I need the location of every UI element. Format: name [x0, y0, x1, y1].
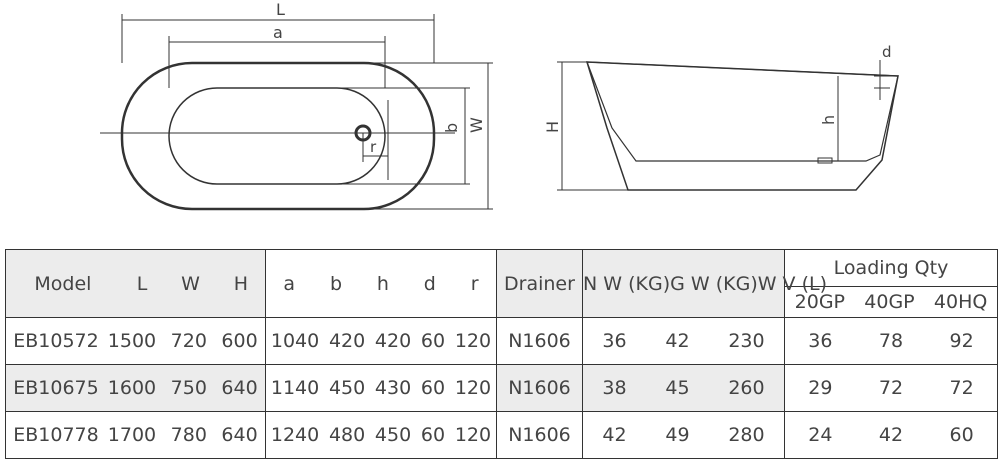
- cell-20gp: 36: [808, 330, 833, 352]
- header-40gp: 40GP: [864, 291, 915, 313]
- cell-b: 450: [328, 377, 366, 399]
- cell-40hq: 72: [949, 377, 974, 399]
- cell-H: 640: [221, 377, 258, 399]
- cell-40gp: 42: [878, 424, 904, 446]
- cell-nw: 38: [602, 377, 627, 399]
- label-L: L: [276, 0, 285, 19]
- header-gw-bottom: (KG): [715, 272, 758, 295]
- cell-gw: 42: [665, 330, 690, 352]
- cell-40hq: 92: [949, 330, 974, 352]
- cell-20gp: 24: [808, 424, 833, 446]
- cell-wv: 230: [728, 330, 765, 352]
- header-wv: W V (L): [758, 271, 827, 297]
- side-view-drawing: [557, 60, 899, 191]
- cell-drainer: N1606: [508, 330, 571, 352]
- cell-H: 640: [221, 424, 258, 446]
- cell-gw: 45: [665, 377, 690, 399]
- cell-drainer: N1606: [508, 377, 571, 399]
- label-W: W: [467, 117, 486, 133]
- cell-nw: 42: [602, 424, 627, 446]
- header-W: W: [181, 272, 200, 295]
- cell-model: EB10778: [13, 424, 99, 446]
- header-loading-qty: Loading Qty: [833, 257, 949, 279]
- cell-wv: 280: [728, 424, 765, 446]
- table-row: EB10778 1700 780 640 1240 480 450 60 120…: [5, 411, 998, 459]
- header-h: h: [376, 272, 389, 295]
- cell-r: 120: [454, 377, 492, 399]
- label-r: r: [370, 138, 377, 156]
- table-row: EB10572 1500 720 600 1040 420 420 60 120…: [5, 317, 998, 365]
- cell-gw: 49: [665, 424, 690, 446]
- header-a: a: [283, 272, 296, 295]
- header-nw: N W (KG): [583, 271, 670, 297]
- header-nw-top: N W: [583, 272, 623, 295]
- cell-40gp: 78: [878, 330, 904, 352]
- header-wv-top: W V: [757, 272, 796, 295]
- header-L: L: [136, 272, 148, 295]
- header-group-model: Model L W H: [5, 249, 266, 318]
- cell-b: 480: [328, 424, 366, 446]
- header-r: r: [470, 272, 479, 295]
- bathtub-drawings: L a r b W H h d: [100, 0, 899, 211]
- cell-W: 780: [170, 424, 207, 446]
- header-model: Model: [34, 272, 92, 295]
- header-nw-bottom: (KG): [628, 272, 671, 295]
- cell-20gp: 29: [808, 377, 833, 399]
- cell-model: EB10675: [13, 377, 99, 399]
- header-20gp: 20GP: [794, 291, 845, 313]
- header-H: H: [233, 272, 249, 295]
- cell-h: 420: [374, 330, 412, 352]
- cell-L: 1500: [107, 330, 157, 352]
- header-wv-bottom: (L): [801, 272, 828, 295]
- cell-a: 1140: [270, 377, 320, 399]
- label-b: b: [442, 123, 461, 133]
- cell-L: 1600: [107, 377, 157, 399]
- cell-model: EB10572: [13, 330, 99, 352]
- cell-h: 430: [374, 377, 412, 399]
- header-gw-top: G W: [670, 272, 710, 295]
- header-group-inner: a b h d r: [265, 249, 497, 318]
- header-40hq: 40HQ: [933, 291, 988, 313]
- label-H: H: [543, 121, 562, 133]
- top-view-drawing: [100, 14, 493, 211]
- cell-W: 720: [170, 330, 207, 352]
- cell-40gp: 72: [878, 377, 904, 399]
- cell-40hq: 60: [949, 424, 974, 446]
- cell-W: 750: [170, 377, 207, 399]
- table-row: EB10675 1600 750 640 1140 450 430 60 120…: [5, 364, 998, 412]
- cell-H: 600: [221, 330, 258, 352]
- label-d: d: [882, 43, 892, 61]
- cell-r: 120: [454, 330, 492, 352]
- header-d: d: [423, 272, 436, 295]
- header-group-weights: N W (KG) G W (KG) W V (L): [582, 249, 827, 318]
- label-h: h: [819, 115, 838, 125]
- cell-a: 1240: [270, 424, 320, 446]
- cell-h: 450: [374, 424, 412, 446]
- cell-a: 1040: [270, 330, 320, 352]
- cell-L: 1700: [107, 424, 157, 446]
- header-drainer: Drainer: [504, 272, 575, 295]
- cell-drainer: N1606: [508, 424, 571, 446]
- header-group-loading: Loading Qty 20GP 40GP 40HQ: [784, 249, 998, 318]
- cell-wv: 260: [728, 377, 765, 399]
- cell-nw: 36: [602, 330, 627, 352]
- header-row: Model L W H a b h d r Drainer N W (KG): [5, 249, 998, 318]
- header-b: b: [329, 272, 342, 295]
- cell-b: 420: [328, 330, 366, 352]
- header-gw: G W (KG): [670, 271, 758, 297]
- spec-table: Model L W H a b h d r Drainer N W (KG): [5, 249, 998, 459]
- header-drainer-cell: Drainer: [496, 249, 583, 318]
- label-a: a: [273, 23, 283, 42]
- cell-r: 120: [454, 424, 492, 446]
- cell-d: 60: [420, 377, 446, 399]
- cell-d: 60: [420, 424, 446, 446]
- cell-d: 60: [420, 330, 446, 352]
